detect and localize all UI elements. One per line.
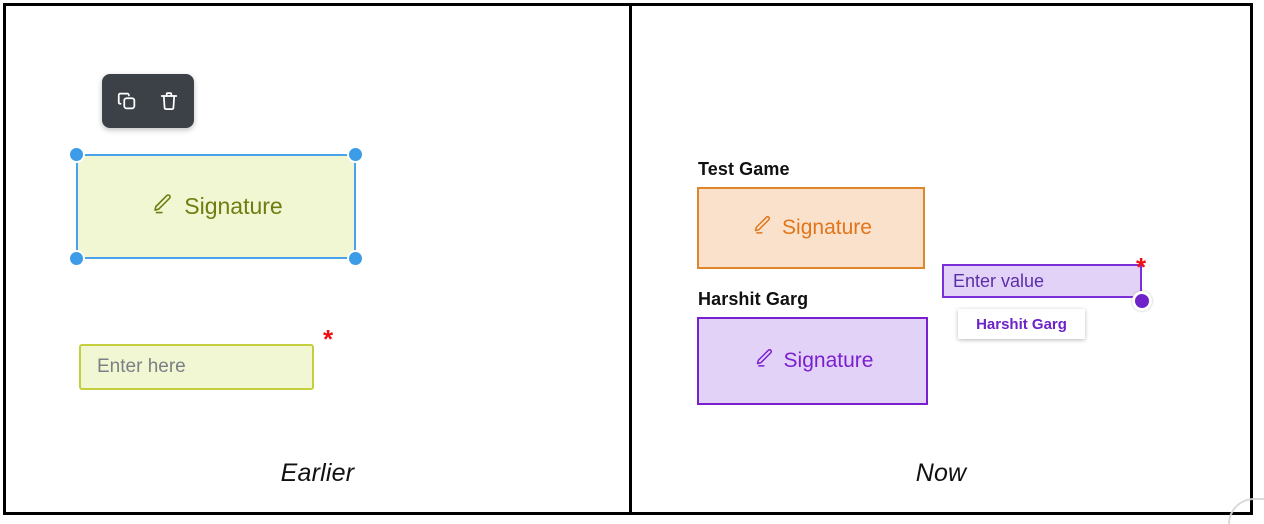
caption-earlier: Earlier bbox=[280, 459, 355, 487]
comparison-frame: Signature Enter here * Earlier Test Game… bbox=[3, 3, 1253, 515]
signature-label: Signature bbox=[184, 193, 283, 219]
signature-placeholder-orange[interactable]: Signature bbox=[697, 187, 925, 269]
delete-button[interactable] bbox=[154, 86, 184, 116]
resize-handle-bottom-left[interactable] bbox=[68, 250, 85, 267]
required-asterisk-right: * bbox=[1136, 252, 1147, 282]
pen-signature-icon bbox=[752, 347, 774, 375]
panel-now: Test Game Signature Harshit Garg Signatu… bbox=[632, 6, 1250, 512]
selected-signature-element[interactable]: Signature bbox=[68, 146, 364, 267]
caption-now: Now bbox=[915, 459, 967, 487]
resize-handle-top-right[interactable] bbox=[347, 146, 364, 163]
resize-handle-bottom-right[interactable] bbox=[347, 250, 364, 267]
resize-handle-bottom-right[interactable] bbox=[1132, 291, 1152, 311]
signature-placeholder-yellow[interactable]: Signature bbox=[76, 154, 356, 259]
signature-placeholder-purple[interactable]: Signature bbox=[697, 317, 928, 405]
pen-signature-icon bbox=[750, 214, 772, 242]
element-toolbar bbox=[102, 74, 194, 128]
pen-signature-icon bbox=[149, 192, 173, 222]
duplicate-button[interactable] bbox=[112, 86, 142, 116]
enter-value-input[interactable]: Enter value bbox=[942, 264, 1142, 298]
enter-here-input[interactable]: Enter here bbox=[79, 344, 314, 390]
signature-label: Signature bbox=[782, 216, 872, 239]
trash-icon bbox=[158, 90, 180, 112]
panel-earlier: Signature Enter here * Earlier bbox=[6, 6, 632, 512]
required-asterisk-left: * bbox=[323, 324, 334, 354]
signature-label: Signature bbox=[783, 349, 874, 372]
group-label-test-game: Test Game bbox=[698, 159, 790, 179]
suggestion-tooltip[interactable]: Harshit Garg bbox=[958, 309, 1085, 339]
resize-handle-top-left[interactable] bbox=[68, 146, 85, 163]
duplicate-icon bbox=[116, 90, 138, 112]
group-label-harshit-garg: Harshit Garg bbox=[698, 289, 809, 309]
selection-outline bbox=[76, 154, 356, 259]
